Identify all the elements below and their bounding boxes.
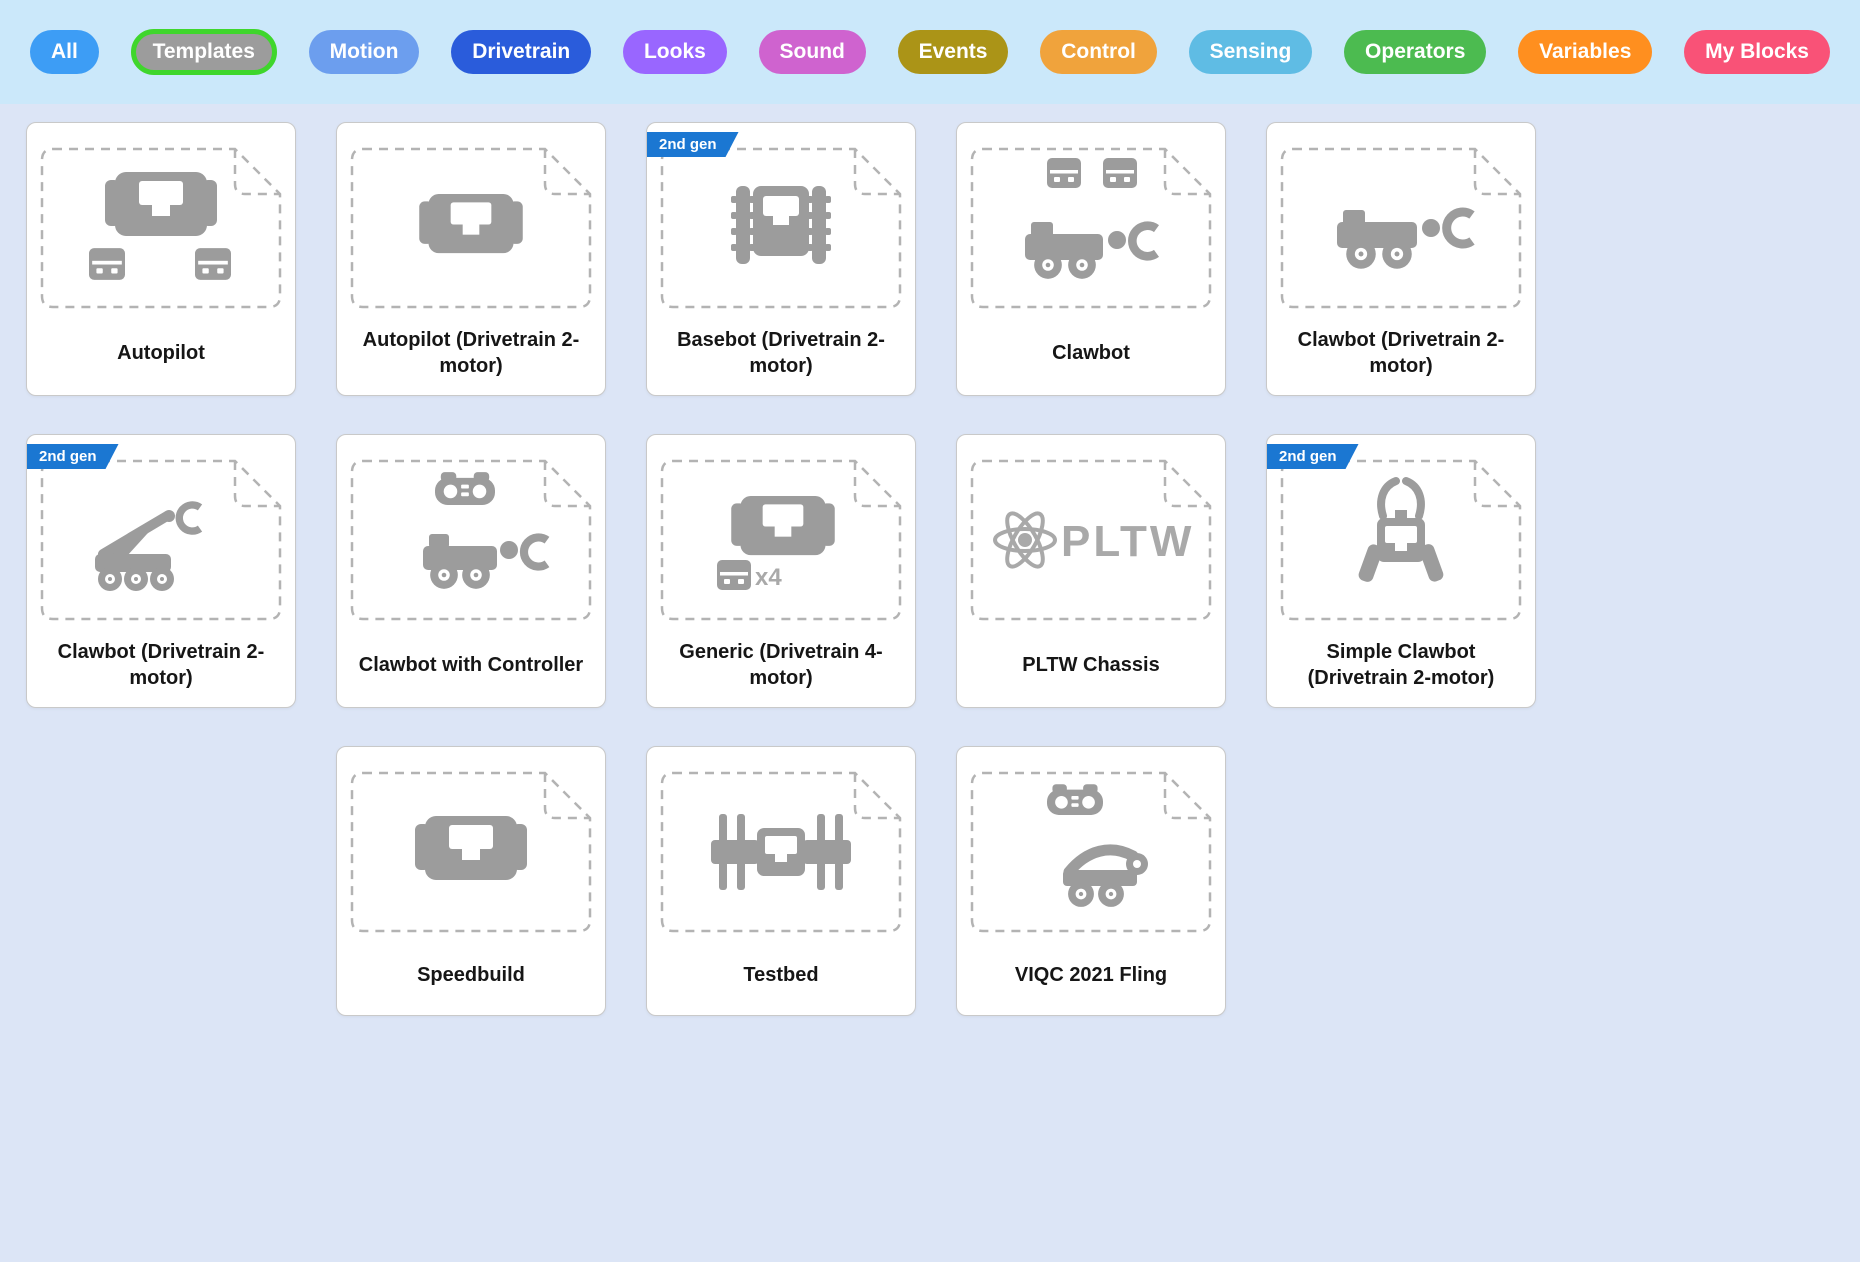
template-title: Autopilot <box>117 342 205 364</box>
atom-icon <box>993 511 1057 569</box>
template-title: Autopilot (Drivetrain 2-motor) <box>362 329 580 377</box>
autopilot-icon <box>39 135 283 321</box>
template-title: Basebot (Drivetrain 2-motor) <box>677 329 885 377</box>
filter-drivetrain[interactable]: Drivetrain <box>451 30 592 74</box>
template-title: Testbed <box>743 964 819 986</box>
testbed-icon <box>659 759 903 945</box>
filter-sound[interactable]: Sound <box>758 30 866 74</box>
template-title: VIQC 2021 Fling <box>1014 964 1168 986</box>
template-card-pltw-chassis[interactable]: PLTW PLTW Chassis <box>956 434 1226 708</box>
template-card-clawbot-drivetrain[interactable]: Clawbot (Drivetrain 2-motor) <box>1266 122 1536 396</box>
clawbot-drivetrain-icon <box>1279 135 1523 321</box>
filter-all[interactable]: All <box>30 30 99 74</box>
filter-variables[interactable]: Variables <box>1518 30 1653 74</box>
second-gen-badge: 2nd gen <box>1267 444 1359 469</box>
template-card-simple-clawbot[interactable]: 2nd gen Simple Clawbot (Drivetrain 2-mot… <box>1266 434 1536 708</box>
template-card-testbed[interactable]: Testbed <box>646 746 916 1016</box>
autopilot-drivetrain-icon <box>349 135 593 321</box>
template-grid: Autopilot Autopilot (Drivetrain 2-motor)… <box>26 122 1536 1016</box>
template-card-viqc-2021-fling[interactable]: VIQC 2021 Fling <box>956 746 1226 1016</box>
filter-templates[interactable]: Templates <box>130 29 277 75</box>
second-gen-badge: 2nd gen <box>27 444 119 469</box>
template-title: Clawbot (Drivetrain 2-motor) <box>1297 329 1505 377</box>
template-title: Clawbot (Drivetrain 2-motor) <box>57 641 265 689</box>
svg-text:x4: x4 <box>755 564 782 591</box>
second-gen-badge: 2nd gen <box>647 132 739 157</box>
viqc-fling-icon <box>969 759 1213 945</box>
template-title: Simple Clawbot (Drivetrain 2-motor) <box>1307 641 1495 689</box>
filter-looks[interactable]: Looks <box>622 30 727 74</box>
clawbot-icon <box>969 135 1213 321</box>
speedbuild-icon <box>349 759 593 945</box>
simple-clawbot-icon <box>1279 447 1523 633</box>
filter-control[interactable]: Control <box>1040 30 1157 74</box>
basebot-icon <box>659 135 903 321</box>
template-card-clawbot-with-controller[interactable]: Clawbot with Controller <box>336 434 606 708</box>
template-card-clawbot[interactable]: Clawbot <box>956 122 1226 396</box>
template-card-speedbuild[interactable]: Speedbuild <box>336 746 606 1016</box>
category-filter-bar: All Templates Motion Drivetrain Looks So… <box>0 0 1860 104</box>
template-card-generic-4motor[interactable]: x4 Generic (Drivetrain 4-motor) <box>646 434 916 708</box>
filter-motion[interactable]: Motion <box>308 30 420 74</box>
svg-text:PLTW: PLTW <box>1061 517 1194 566</box>
filter-operators[interactable]: Operators <box>1344 30 1487 74</box>
filter-my-blocks[interactable]: My Blocks <box>1684 30 1830 74</box>
template-title: PLTW Chassis <box>1022 654 1160 676</box>
pltw-logo-icon: PLTW <box>969 447 1213 633</box>
clawbot-controller-icon <box>349 447 593 633</box>
filter-events[interactable]: Events <box>897 30 1009 74</box>
template-card-autopilot[interactable]: Autopilot <box>26 122 296 396</box>
template-title: Clawbot <box>1052 342 1130 364</box>
template-card-basebot[interactable]: 2nd gen Basebot (Drivetrain 2-motor) <box>646 122 916 396</box>
template-title: Clawbot with Controller <box>358 654 584 676</box>
template-card-clawbot-2nd-gen[interactable]: 2nd gen Clawbot (Drivetrain 2-motor) <box>26 434 296 708</box>
filter-sensing[interactable]: Sensing <box>1188 30 1313 74</box>
template-title: Speedbuild <box>417 964 525 986</box>
template-card-autopilot-drivetrain[interactable]: Autopilot (Drivetrain 2-motor) <box>336 122 606 396</box>
generic-4motor-icon: x4 <box>659 447 903 633</box>
clawbot-crane-icon <box>39 447 283 633</box>
template-title: Generic (Drivetrain 4-motor) <box>679 641 883 689</box>
